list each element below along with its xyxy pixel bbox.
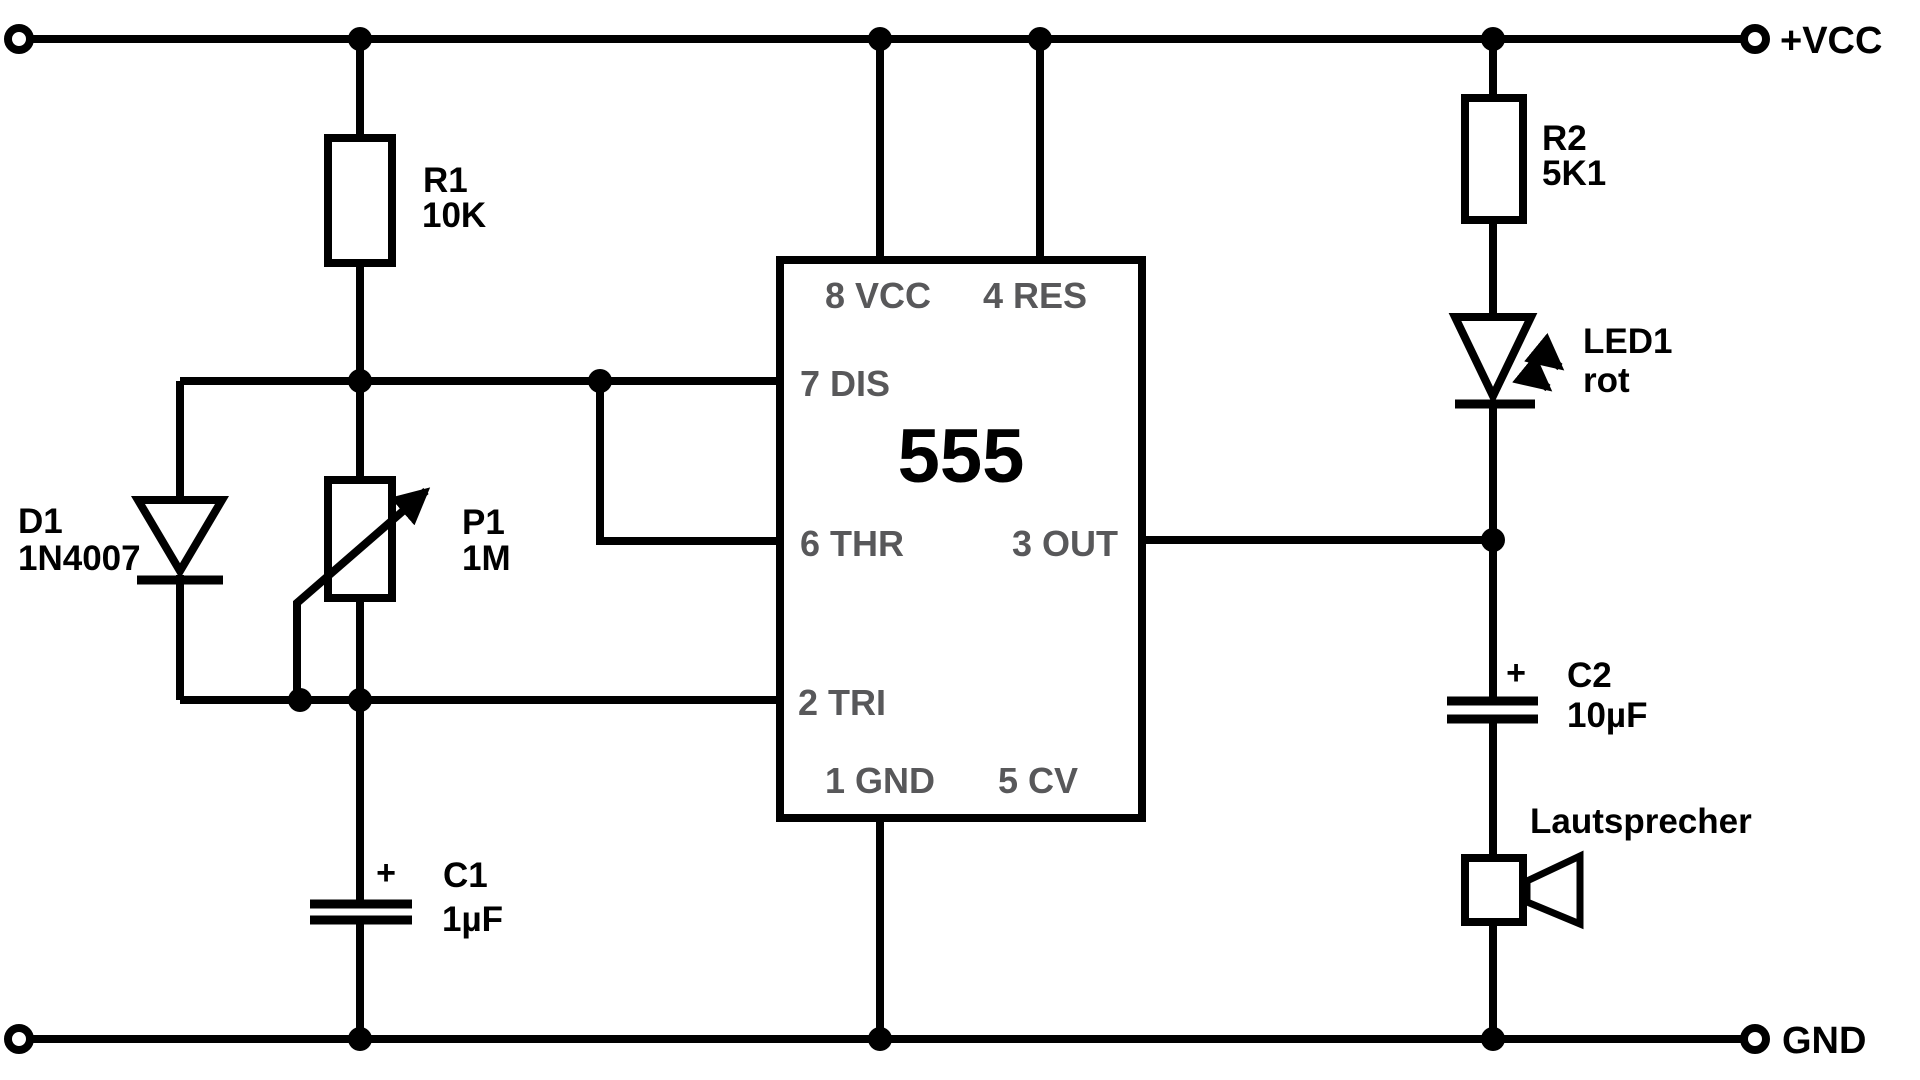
r1-value-label: 10K xyxy=(422,196,486,235)
c2-value-label: 10µF xyxy=(1567,696,1647,735)
p1-ref-label: P1 xyxy=(462,503,505,542)
ic-555-timer: 555 8 VCC 4 RES 7 DIS 6 THR 3 OUT 2 TRI … xyxy=(776,256,1146,822)
led1-led: LED1 rot xyxy=(1448,313,1672,409)
r2-resistor-symbol xyxy=(1461,94,1527,224)
c2-capacitor: + C2 10µF xyxy=(1447,654,1647,735)
vcc-left-terminal xyxy=(4,24,34,54)
p1-potentiometer: P1 1M xyxy=(293,476,511,700)
c2-polarity-sign: + xyxy=(1506,654,1526,692)
led1-ref-label: LED1 xyxy=(1583,322,1672,361)
speaker-label: Lautsprecher xyxy=(1530,802,1752,841)
ic-555-body xyxy=(776,256,1146,822)
d1-value-label: 1N4007 xyxy=(18,539,141,578)
pin4-res-label: 4 RES xyxy=(983,275,1087,316)
r1-resistor-symbol xyxy=(324,134,396,267)
terminals: +VCC GND xyxy=(4,20,1882,1062)
c1-capacitor: + C1 1µF xyxy=(310,854,503,939)
gnd-terminal-label: GND xyxy=(1782,1020,1866,1062)
ic-555-label: 555 xyxy=(898,414,1025,499)
pin2-tri-label: 2 TRI xyxy=(798,682,886,723)
r1-resistor: R1 10K xyxy=(324,134,486,267)
d1-diode: D1 1N4007 xyxy=(18,496,230,585)
r2-resistor: R2 5K1 xyxy=(1461,94,1606,224)
r1-ref-label: R1 xyxy=(423,161,468,200)
led1-diode-symbol xyxy=(1448,313,1538,406)
p1-value-label: 1M xyxy=(462,539,511,578)
pin1-gnd-label: 1 GND xyxy=(825,760,935,801)
r2-value-label: 5K1 xyxy=(1542,154,1606,193)
d1-diode-symbol xyxy=(130,496,230,579)
p1-potentiometer-symbol xyxy=(324,476,396,602)
pin6-thr-label: 6 THR xyxy=(800,523,904,564)
c1-ref-label: C1 xyxy=(443,856,488,895)
pin8-vcc-label: 8 VCC xyxy=(825,275,931,316)
junction-dots xyxy=(288,27,1505,1051)
gnd-left-terminal xyxy=(4,1024,34,1054)
led1-value-label: rot xyxy=(1583,361,1630,400)
c1-value-label: 1µF xyxy=(442,900,503,939)
pin7-dis-label: 7 DIS xyxy=(800,363,890,404)
c2-ref-label: C2 xyxy=(1567,656,1612,695)
gnd-right-terminal xyxy=(1740,1024,1770,1054)
led1-emission-arrow-1 xyxy=(1524,332,1565,371)
thr-link-wire xyxy=(596,381,780,545)
p1-wiper-arrow xyxy=(293,487,431,700)
c1-polarity-sign: + xyxy=(376,854,396,892)
speaker: Lautsprecher xyxy=(1461,802,1752,930)
vcc-right-terminal xyxy=(1740,24,1770,54)
pin5-cv-label: 5 CV xyxy=(998,760,1078,801)
vcc-terminal-label: +VCC xyxy=(1780,20,1882,62)
speaker-body-symbol xyxy=(1461,854,1527,926)
c1-capacitor-plates xyxy=(310,899,412,925)
pin3-out-label: 3 OUT xyxy=(1012,523,1118,564)
speaker-horn-symbol xyxy=(1523,850,1584,930)
r2-ref-label: R2 xyxy=(1542,119,1587,158)
led1-emission-arrow-2 xyxy=(1512,353,1553,392)
c2-capacitor-plates xyxy=(1447,696,1538,724)
d1-ref-label: D1 xyxy=(18,502,63,541)
